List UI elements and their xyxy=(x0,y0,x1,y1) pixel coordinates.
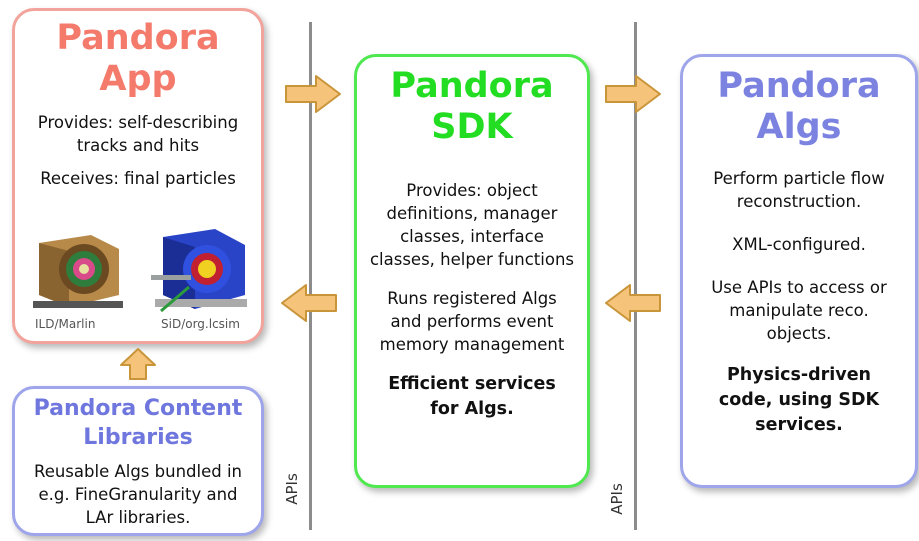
content-body-line1: Reusable Algs bundled in xyxy=(33,462,243,482)
ild-caption: ILD/Marlin xyxy=(35,317,96,331)
content-body-line3: LAr libraries. xyxy=(85,508,191,528)
arrow-up-content-to-app-icon xyxy=(120,348,156,380)
algs-perform-line2: reconstruction. xyxy=(736,192,862,211)
sdk-provides-line2: definitions, manager xyxy=(386,204,558,223)
arrow-left-sdk-to-app-icon xyxy=(281,284,337,322)
sid-detector-image xyxy=(151,229,247,313)
api-label-right: APIs xyxy=(607,483,626,515)
algs-title-line2: Algs xyxy=(756,107,842,147)
algs-use-line2: manipulate reco. xyxy=(729,301,869,320)
ild-detector-image xyxy=(33,235,123,308)
content-title-line1: Pandora Content xyxy=(33,396,243,421)
algs-xml: XML-configured. xyxy=(732,235,866,254)
arrow-left-algs-to-sdk-icon xyxy=(605,284,661,322)
sdk-efficient-line2: for Algs. xyxy=(430,399,514,419)
app-title-line2: App xyxy=(99,59,177,99)
sdk-provides-line1: Provides: object xyxy=(406,181,538,200)
algs-physics-line1: Physics-driven xyxy=(726,365,872,385)
app-title-line1: Pandora xyxy=(56,18,220,58)
api-separator-right xyxy=(634,22,637,530)
content-body-line2: e.g. FineGranularity and xyxy=(38,485,238,505)
pandora-sdk-box: Pandora SDK Provides: object definitions… xyxy=(354,54,590,488)
arrow-right-sdk-to-algs-icon xyxy=(605,75,661,113)
algs-perform-line1: Perform particle flow xyxy=(713,169,885,188)
pandora-algs-box: Pandora Algs Perform particle flow recon… xyxy=(680,54,918,488)
sdk-title-line1: Pandora xyxy=(390,66,554,106)
algs-use-line3: objects. xyxy=(766,324,832,343)
algs-use-line1: Use APIs to access or xyxy=(711,278,887,297)
pandora-app-box: Pandora App Provides: self-describing tr… xyxy=(12,8,264,344)
content-title-line2: Libraries xyxy=(83,424,193,450)
sid-caption: SiD/org.lcsim xyxy=(161,317,240,331)
app-provides-line2: tracks and hits xyxy=(76,136,200,155)
api-label-left: APIs xyxy=(282,473,301,505)
app-receives: Receives: final particles xyxy=(40,169,236,188)
sdk-runs-line2: and performs event xyxy=(390,312,554,331)
sdk-efficient-line1: Efficient services xyxy=(388,374,556,394)
algs-physics-line3: services. xyxy=(755,415,843,435)
algs-physics-line2: code, using SDK xyxy=(718,390,880,410)
sdk-provides-line4: classes, helper functions xyxy=(369,250,575,269)
app-provides-line1: Provides: self-describing xyxy=(37,113,239,132)
algs-title-line1: Pandora xyxy=(717,66,881,106)
sdk-title-line2: SDK xyxy=(431,107,513,147)
sdk-runs-line1: Runs registered Algs xyxy=(387,289,557,308)
api-separator-left xyxy=(309,22,312,530)
pandora-content-libraries-box: Pandora Content Libraries Reusable Algs … xyxy=(12,386,264,536)
sdk-provides-line3: classes, interface xyxy=(400,227,544,246)
sdk-runs-line3: memory management xyxy=(379,335,565,354)
arrow-right-app-to-sdk-icon xyxy=(285,75,341,113)
